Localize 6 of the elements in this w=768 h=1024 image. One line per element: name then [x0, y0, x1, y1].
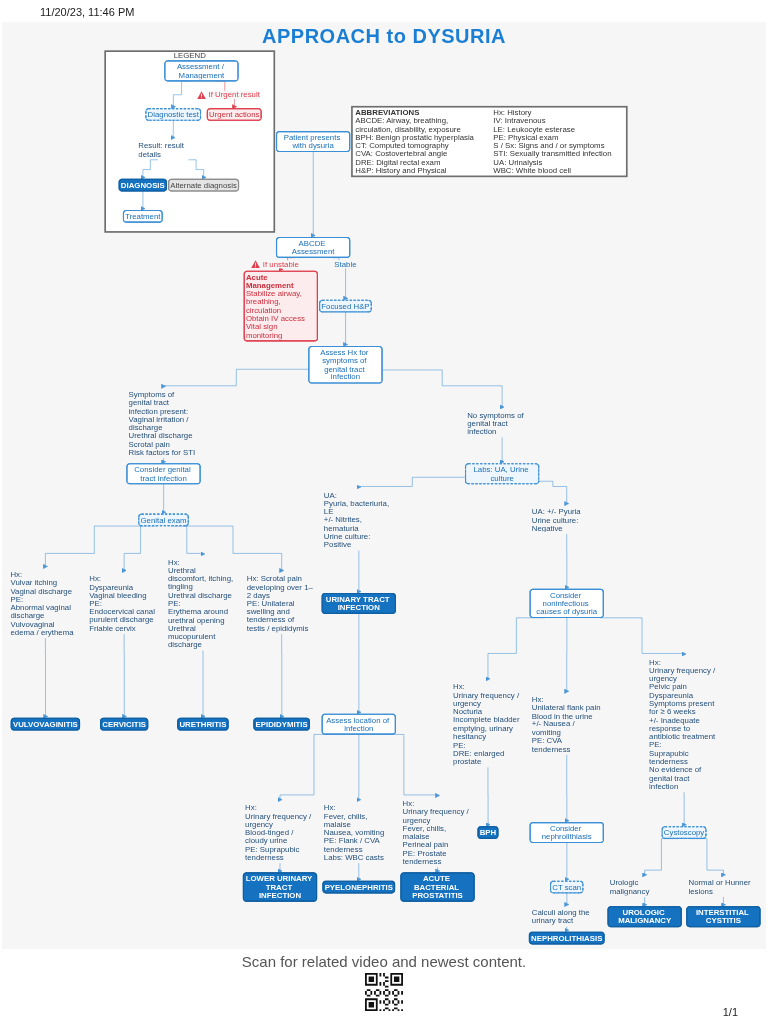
arrow: [434, 867, 440, 874]
diagram-title: APPROACH to DYSURIA: [262, 25, 506, 48]
caption: Scan for related video and newest content.: [241, 953, 527, 970]
page-number: 1/1: [722, 1006, 738, 1018]
arrow: [563, 926, 569, 933]
print-date: 11/20/23, 11:46 PM: [40, 6, 135, 18]
